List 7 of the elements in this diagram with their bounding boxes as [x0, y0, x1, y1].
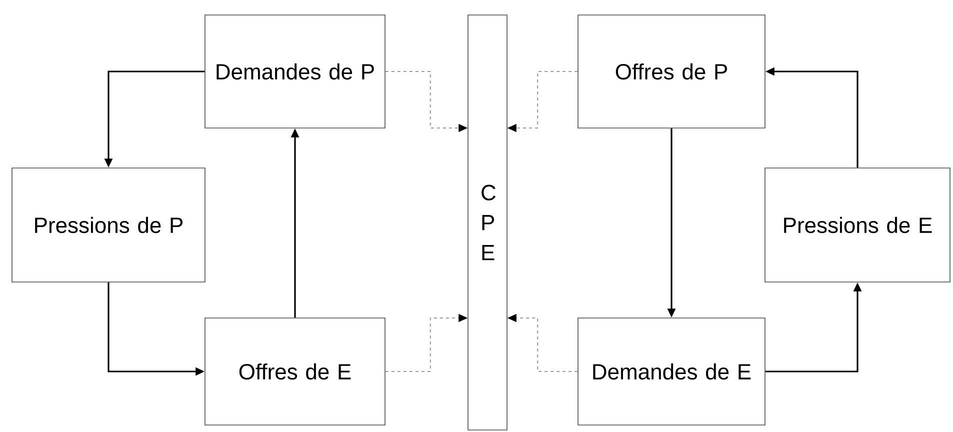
- process-box: Offres de P: [578, 14, 766, 128]
- column-box: C P E: [468, 14, 508, 430]
- process-box: Offres de E: [204, 318, 386, 426]
- process-box: Demandes de E: [578, 318, 766, 426]
- process-box: Demandes de P: [204, 14, 386, 128]
- process-box: Pressions de P: [12, 168, 206, 282]
- process-box: Pressions de E: [764, 168, 950, 282]
